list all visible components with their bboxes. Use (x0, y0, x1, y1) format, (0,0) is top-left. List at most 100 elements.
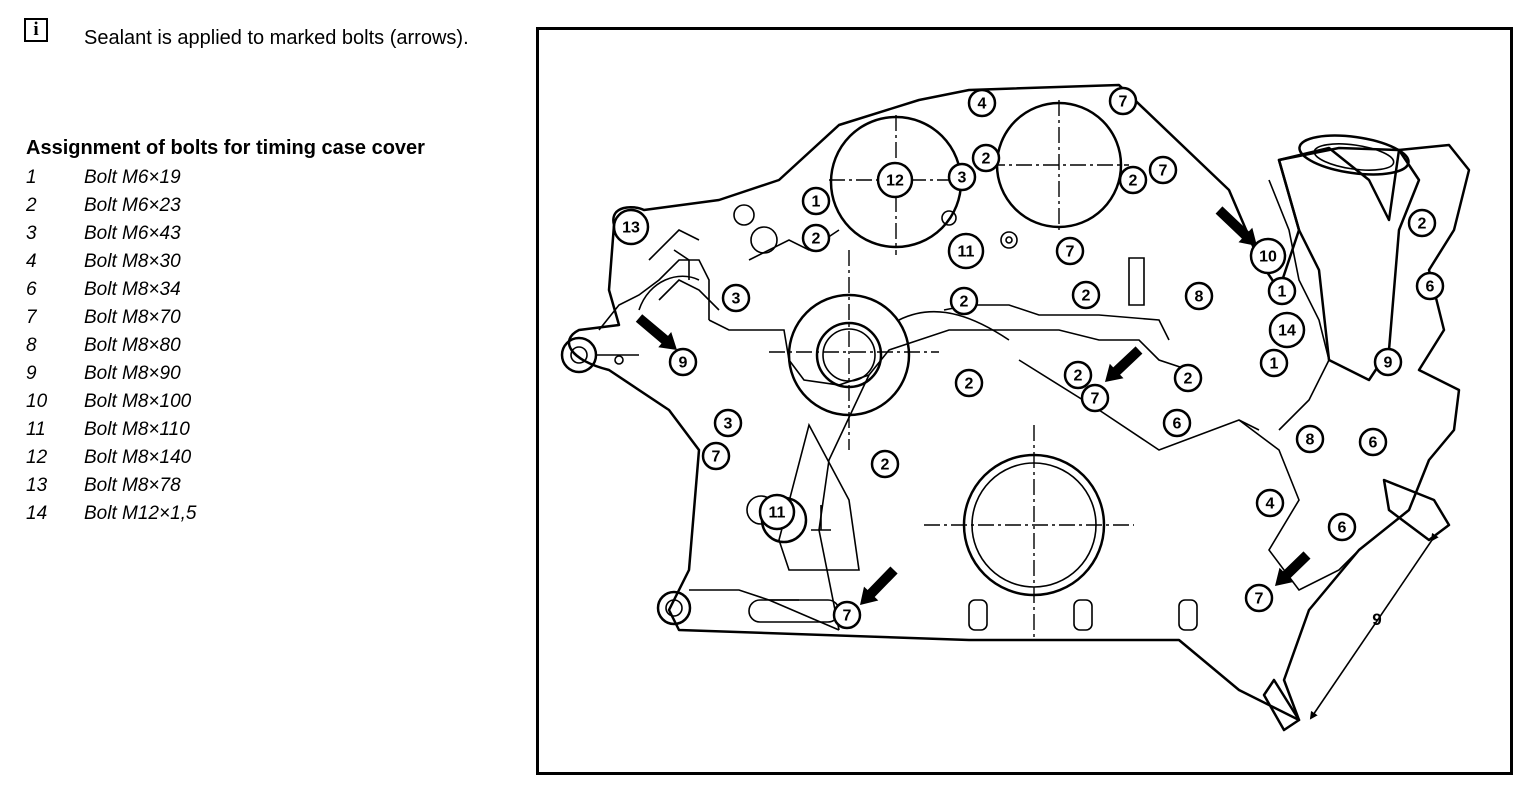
bolt-callout: 6 (1327, 512, 1357, 542)
bolt-callout-number: 7 (712, 449, 721, 466)
sealant-arrow-icon (1275, 551, 1311, 586)
bolt-callout: 2 (949, 286, 979, 316)
bolt-callout: 7 (832, 600, 862, 630)
bolt-callout-number: 9 (1384, 355, 1393, 372)
bolt-callout-circle (1118, 165, 1148, 195)
bolt-callout-circle (949, 286, 979, 316)
bolt-callout-number: 2 (881, 457, 890, 474)
bolt-number: 4 (26, 251, 37, 272)
bolt-label: Bolt M6×43 (84, 223, 181, 244)
bolt-number: 6 (26, 279, 37, 300)
bolt-callout-circle (1259, 348, 1289, 378)
bolt-callout-number: 4 (978, 96, 987, 113)
bolt-callout-circle (1173, 363, 1203, 393)
bolt-callout-circle (713, 408, 743, 438)
bolt-callout: 6 (1162, 408, 1192, 438)
bolt-callout-circle (1055, 236, 1085, 266)
bolt-callout-number: 7 (1119, 94, 1128, 111)
bolt-callout-number: 1 (1270, 356, 1279, 373)
bolt-callout-circle (947, 162, 977, 192)
bolt-callout: 4 (967, 88, 997, 118)
bolt-number: 1 (26, 167, 37, 188)
bolt-callout-circle (876, 161, 914, 199)
bolt-label: Bolt M8×70 (84, 307, 181, 328)
bolt-label: Bolt M8×34 (84, 279, 181, 300)
bolt-callout: 6 (1415, 271, 1445, 301)
bolt-label: Bolt M8×140 (84, 447, 192, 468)
bolt-callout: 2 (1407, 208, 1437, 238)
bolt-callout-circle (1108, 86, 1138, 116)
bolt-number: 9 (26, 363, 37, 384)
bolt-callout-number: 10 (1259, 249, 1277, 266)
bolt-callout-number: 14 (1278, 323, 1296, 340)
bolt-callout-circle (1358, 427, 1388, 457)
bolt-callout: 2 (1071, 280, 1101, 310)
bolt-callout: 6 (1358, 427, 1388, 457)
bolt-callout: 14 (1268, 311, 1306, 349)
bolt-callout: 2 (1063, 360, 1093, 390)
list-item: 12 Bolt M8×140 (26, 444, 197, 472)
bolt-callout: 2 (801, 223, 831, 253)
bolt-callout-number: 7 (1255, 591, 1264, 608)
bolt-callout: 4 (1255, 488, 1285, 518)
bolt-callout-circle (1415, 271, 1445, 301)
bolt-callout-number: 2 (982, 151, 991, 168)
bolt-callout: 13 (612, 208, 650, 246)
list-item: 14 Bolt M12×1,5 (26, 500, 197, 528)
bolt-callout-number: 3 (732, 291, 741, 308)
bolt-number: 10 (26, 391, 48, 412)
bolt-callout-circle (1255, 488, 1285, 518)
bolt-callout: 12 (876, 161, 914, 199)
bolt-callout-number: 2 (812, 231, 821, 248)
bolt-callout-number: 2 (1074, 368, 1083, 385)
bolt-callout-number: 3 (724, 416, 733, 433)
bolt-callout: 2 (954, 368, 984, 398)
bolt-callout-number: 11 (769, 505, 786, 522)
bolt-label: Bolt M6×23 (84, 195, 181, 216)
bolt-callout-circle (947, 232, 985, 270)
bolt-number: 13 (26, 475, 48, 496)
bolt-callout-circle (721, 283, 751, 313)
bolt-callout-number: 6 (1426, 279, 1435, 296)
bolt-callout-number: 7 (1159, 163, 1168, 180)
dimension-label: 9 (1372, 610, 1381, 629)
bolt-callout-circle (612, 208, 650, 246)
sealant-arrow-icon (1215, 206, 1257, 246)
bolt-callout-number: 8 (1306, 432, 1315, 449)
bolt-callout-number: 11 (958, 244, 975, 261)
bolt-callout: 2 (1173, 363, 1203, 393)
bolt-callout-circle (967, 88, 997, 118)
bolt-label: Bolt M8×90 (84, 363, 181, 384)
info-icon: i (24, 18, 48, 42)
bolt-callout: 2 (971, 143, 1001, 173)
bolt-label: Bolt M12×1,5 (84, 503, 197, 524)
bolt-callout-number: 7 (1091, 391, 1100, 408)
bolt-callout-circle (758, 493, 796, 531)
bolt-callout-circle (870, 449, 900, 479)
bolt-callout: 8 (1295, 424, 1325, 454)
bolt-callout: 3 (721, 283, 751, 313)
bolt-callout: 2 (1118, 165, 1148, 195)
bolt-callout-number: 8 (1195, 289, 1204, 306)
bolt-callout-circle (1071, 280, 1101, 310)
bolt-label: Bolt M8×80 (84, 335, 181, 356)
bolt-callout-circle (1327, 512, 1357, 542)
bolt-callout-circle (1244, 583, 1274, 613)
bolt-callout-circle (1249, 237, 1287, 275)
sealant-arrow-icon (635, 314, 677, 350)
bolt-callout-circle (1267, 276, 1297, 306)
bolt-number: 12 (26, 447, 48, 468)
bolt-label: Bolt M8×110 (84, 419, 190, 440)
bolt-callout-number: 2 (1418, 216, 1427, 233)
bolt-callout-number: 7 (843, 608, 852, 625)
bolt-number: 14 (26, 503, 48, 524)
